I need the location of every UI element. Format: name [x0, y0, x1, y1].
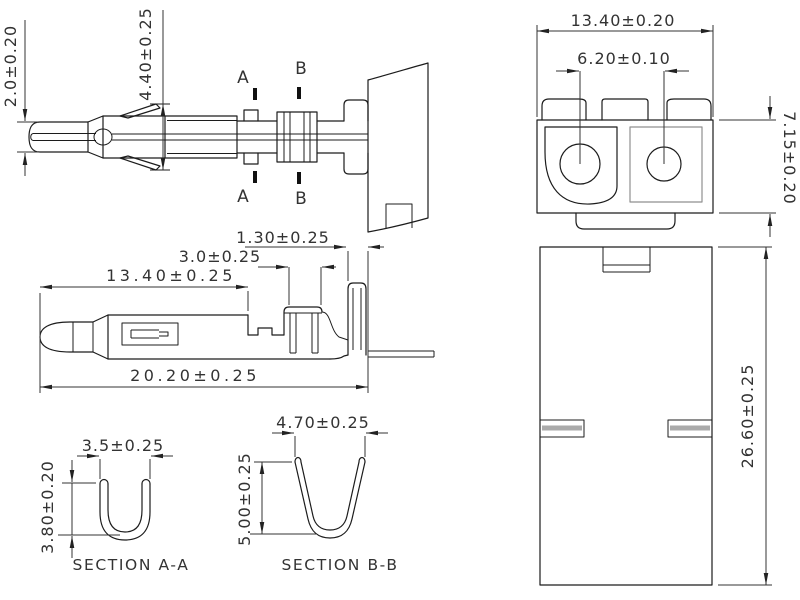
dim-text-body-length: 13.40±0.25	[106, 266, 236, 285]
retention-lance-bottom	[119, 155, 161, 171]
terminal-bottom-outline	[39, 282, 435, 360]
dim-bb-width: 4.70±0.25	[272, 413, 388, 457]
dim-text-housing-length: 26.60±0.25	[738, 364, 757, 469]
view-section-aa: 3.5±0.25 3.80±0.20 SECTION A-A	[38, 436, 190, 574]
section-marker-a-top: A	[237, 68, 249, 88]
wire-crimp-edge	[243, 109, 259, 165]
top-rib-right	[666, 98, 712, 121]
section-bb-shape	[294, 456, 366, 539]
dim-text-lance-span: 4.40±0.25	[136, 7, 155, 101]
side-slot-left	[539, 419, 585, 438]
housing-fragment	[367, 62, 429, 233]
retention-lance-top	[119, 103, 161, 119]
dim-text-tip-height: 2.0±0.20	[1, 25, 20, 107]
section-aa-label: SECTION A-A	[73, 556, 190, 574]
section-aa-shape	[99, 478, 151, 541]
dim-cavity-pitch: 6.20±0.10	[556, 49, 689, 164]
section-cut-markers: A B A B	[237, 59, 307, 209]
dim-text-bb-height: 5.00±0.25	[235, 452, 254, 546]
dim-text-housing-height: 7.15±0.20	[780, 111, 799, 205]
section-marker-b-top: B	[295, 59, 307, 79]
housing-side-outline	[539, 246, 713, 586]
view-terminal-side: A B A B 2.0±0.20 4.40±0.25	[1, 7, 429, 233]
dim-housing-width: 13.40±0.20	[536, 11, 714, 117]
cavity-left	[544, 126, 618, 205]
dim-bb-height: 5.00±0.25	[235, 452, 316, 546]
dim-text-overall-length: 20.20±0.25	[130, 366, 260, 385]
dim-wing-width: 1.30±0.25	[236, 228, 384, 281]
dim-housing-height: 7.15±0.20	[719, 96, 799, 237]
lance-window	[121, 322, 179, 346]
view-housing-side: 26.60±0.25	[539, 246, 772, 586]
dim-aa-width: 3.5±0.25	[77, 436, 173, 479]
insulation-wing	[347, 282, 367, 356]
side-slot-right	[667, 419, 713, 438]
dim-text-aa-height: 3.80±0.20	[38, 460, 57, 554]
dim-text-cavity-pitch: 6.20±0.10	[577, 49, 671, 68]
wire-crimp-wings	[283, 306, 323, 336]
view-section-bb: 4.70±0.25 5.00±0.25 SECTION B-B	[235, 413, 398, 574]
section-marker-b-bottom: B	[295, 189, 307, 209]
dim-overall-length: 20.20±0.25	[39, 251, 369, 393]
dim-text-aa-width: 3.5±0.25	[82, 436, 164, 455]
insulation-crimp-barrel	[276, 111, 318, 163]
carrier-strip	[367, 343, 435, 358]
dim-housing-length: 26.60±0.25	[718, 246, 772, 586]
top-rib-left	[541, 98, 587, 121]
dim-text-bb-width: 4.70±0.25	[276, 413, 370, 432]
dim-body-length: 13.40±0.25	[40, 266, 249, 311]
dim-text-wing-width: 1.30±0.25	[236, 228, 330, 247]
view-housing-front: 13.40±0.20 6.20±0.10 7.15±0.20	[536, 11, 799, 237]
cavity-right	[629, 126, 703, 203]
view-terminal-bottom: 13.40±0.25 3.0±0.25 1.30±0.25 20.20±0.25	[39, 228, 435, 393]
bottom-boss	[575, 212, 676, 230]
section-bb-label: SECTION B-B	[281, 556, 398, 574]
top-rib-middle	[601, 98, 649, 121]
dim-lance-span: 4.40±0.25	[136, 7, 166, 170]
dim-text-crimp-width: 3.0±0.25	[179, 247, 261, 266]
dim-aa-height: 3.80±0.20	[38, 460, 120, 558]
dim-crimp-width: 3.0±0.25	[179, 247, 336, 305]
top-latch	[602, 247, 651, 273]
dim-text-housing-width: 13.40±0.20	[571, 11, 676, 30]
dim-tip-height: 2.0±0.20	[1, 20, 38, 176]
section-marker-a-bottom: A	[237, 187, 249, 207]
terminal-outline	[28, 99, 369, 175]
